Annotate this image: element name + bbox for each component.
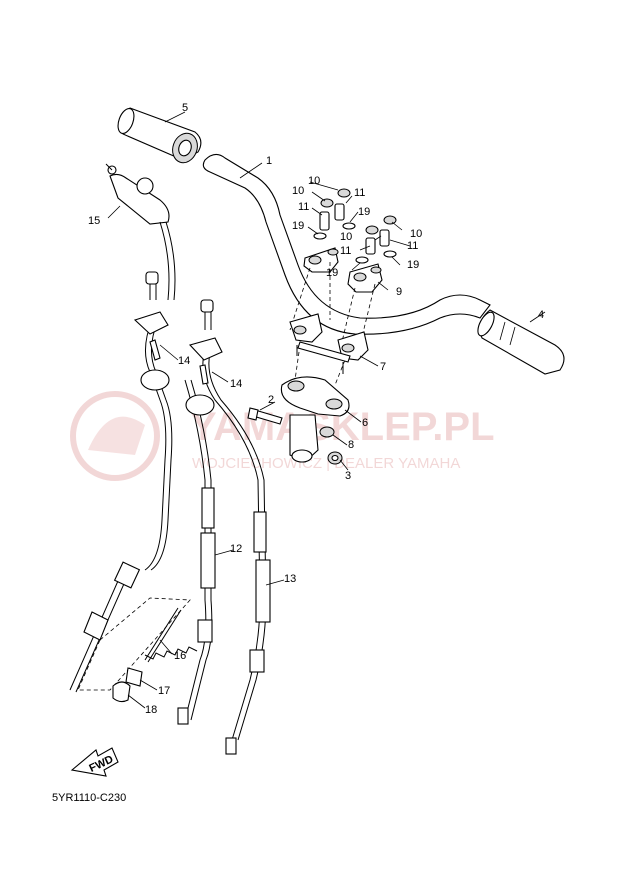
upper-bracket[interactable]: [280, 376, 350, 463]
nut-3[interactable]: [327, 451, 343, 465]
callout-11: 11: [340, 245, 351, 257]
callouts: 5 1 10 10 11 11 19 19 10 10 11 11 19 19 …: [88, 102, 544, 716]
throttle-grip[interactable]: [115, 106, 202, 166]
watermark-subtitle: WOJCIECHOWICZ | DEALER YAMAHA: [192, 455, 460, 472]
washer-19-d[interactable]: [383, 250, 397, 258]
cable-13-sleeve-upper: [253, 511, 267, 553]
cap-10-c[interactable]: [383, 215, 397, 225]
callout-3: 3: [345, 470, 351, 482]
cable-12-sleeve-lower: [200, 532, 216, 589]
bolt-11-b[interactable]: [334, 203, 345, 221]
callout-1: 1: [266, 155, 272, 167]
handlebar[interactable]: [202, 153, 491, 335]
callout-8: 8: [348, 439, 354, 451]
callout-10: 10: [292, 185, 304, 197]
return-spring-16[interactable]: [144, 607, 198, 663]
left-grip[interactable]: [475, 309, 565, 375]
callout-15: 15: [88, 215, 100, 227]
lower-handlebar-holder[interactable]: [289, 313, 369, 374]
callout-12: 12: [230, 543, 242, 555]
cable-clamp-14-a[interactable]: [133, 271, 169, 361]
leader-lines: [107, 111, 546, 709]
bolt-11-a[interactable]: [319, 211, 330, 231]
callout-6: 6: [362, 417, 368, 429]
callout-2: 2: [268, 394, 274, 406]
callout-11: 11: [298, 201, 309, 213]
cable-end-assembly[interactable]: [69, 561, 141, 693]
bolt-11-c[interactable]: [365, 237, 376, 255]
cable-cover-17[interactable]: [125, 667, 143, 687]
callout-19: 19: [358, 206, 370, 218]
nut-8[interactable]: [319, 426, 335, 438]
washer-19-b[interactable]: [342, 222, 356, 230]
callout-10: 10: [340, 231, 352, 243]
callout-19: 19: [407, 259, 419, 271]
washer-19-a[interactable]: [313, 232, 327, 240]
cap-10-b[interactable]: [320, 198, 334, 208]
bolt-11-d[interactable]: [379, 229, 390, 247]
cable-12-adjuster: [197, 619, 213, 643]
watermark: YAMASKLEP.PL WOJCIECHOWICZ | DEALER YAMA…: [70, 391, 495, 481]
upper-handlebar-holder-left[interactable]: [347, 263, 383, 293]
diagram-code: 5YR1110-C230: [52, 792, 127, 804]
callout-19: 19: [292, 220, 304, 232]
cable-12-end: [177, 707, 189, 725]
bolts-group: [313, 188, 397, 264]
callout-5: 5: [182, 102, 188, 114]
cable-cover-18[interactable]: [112, 681, 131, 703]
cable-12-sleeve-upper: [201, 487, 215, 529]
cap-10-d[interactable]: [365, 225, 379, 235]
callout-18: 18: [145, 704, 157, 716]
cable-13-sleeve-lower: [255, 559, 271, 623]
watermark-logo-icon: [70, 391, 160, 481]
callout-9: 9: [396, 286, 402, 298]
callout-14: 14: [230, 378, 242, 390]
cable-13-end: [225, 737, 237, 755]
cable-boots: [140, 369, 215, 416]
upper-handlebar-holder-right[interactable]: [303, 247, 339, 273]
washer-19-c[interactable]: [355, 256, 369, 264]
callout-10: 10: [410, 228, 422, 240]
callout-13: 13: [284, 573, 296, 585]
throttle-cable-12[interactable]: [144, 221, 216, 725]
bolt-2[interactable]: [247, 407, 283, 425]
fwd-arrow-icon: FWD: [70, 747, 119, 777]
callout-11: 11: [354, 187, 365, 199]
callout-19: 19: [326, 267, 338, 279]
callout-4: 4: [538, 309, 544, 321]
throttle-cable-housing[interactable]: [105, 163, 170, 225]
callout-14: 14: [178, 355, 190, 367]
callout-17: 17: [158, 685, 170, 697]
cap-10-a[interactable]: [337, 188, 351, 198]
cable-clamp-14-b[interactable]: [188, 299, 223, 385]
callout-16: 16: [174, 650, 186, 662]
callout-11: 11: [407, 240, 418, 252]
cable-13-adjuster: [249, 649, 265, 673]
callout-10: 10: [308, 175, 320, 187]
callout-7: 7: [380, 361, 386, 373]
